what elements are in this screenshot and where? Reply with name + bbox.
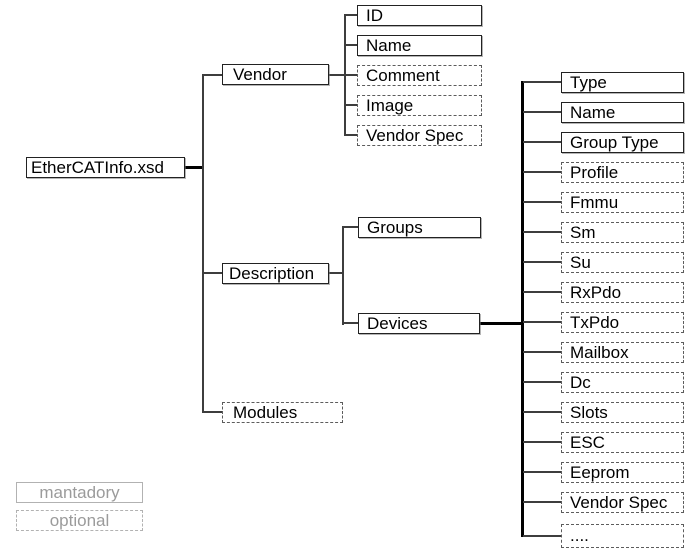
stub-vendor-spec (523, 501, 561, 503)
stub-eeprom (523, 471, 561, 473)
stub-ellipsis (523, 535, 561, 537)
connector-description-to-children (329, 272, 343, 274)
node-type: Type (561, 72, 684, 93)
stub-slots (523, 411, 561, 413)
stub-sm (523, 231, 561, 233)
node-name: Name (561, 102, 684, 123)
node-profile: Profile (561, 162, 684, 183)
stub-image (344, 104, 357, 106)
node-sm: Sm (561, 222, 684, 243)
node-ellipsis: .... (561, 524, 684, 548)
stub-group-type (523, 141, 561, 143)
trunk-level1 (202, 74, 204, 413)
node-slots: Slots (561, 402, 684, 423)
node-vendor: Vendor (222, 64, 329, 85)
stub-name (344, 44, 357, 46)
stub-groups (342, 226, 358, 228)
stub-su (523, 261, 561, 263)
stub-description (202, 272, 223, 274)
node-mailbox: Mailbox (561, 342, 684, 363)
stub-profile (523, 171, 561, 173)
connector-root-to-trunk (185, 166, 203, 169)
stub-devices (342, 322, 358, 324)
stub-fmmu (523, 201, 561, 203)
node-id: ID (357, 5, 482, 26)
stub-dc (523, 381, 561, 383)
legend-optional-box: optional (16, 510, 143, 531)
node-comment: Comment (357, 65, 482, 86)
node-rxpdo: RxPdo (561, 282, 684, 303)
node-su: Su (561, 252, 684, 273)
node-root: EtherCATInfo.xsd (26, 157, 185, 178)
stub-modules (202, 411, 222, 413)
legend-mandatory-box: mantadory (16, 482, 143, 503)
node-dc: Dc (561, 372, 684, 393)
node-eeprom: Eeprom (561, 462, 684, 483)
node-name: Name (357, 35, 482, 56)
node-esc: ESC (561, 432, 684, 453)
node-vendor-spec: Vendor Spec (357, 125, 482, 146)
node-group-type: Group Type (561, 132, 684, 153)
node-fmmu: Fmmu (561, 192, 684, 213)
stub-name (523, 111, 561, 113)
node-txpdo: TxPdo (561, 312, 684, 333)
stub-vendor (202, 74, 223, 76)
stub-txpdo (523, 321, 561, 323)
stub-id (344, 14, 357, 16)
trunk-description-children (342, 226, 344, 325)
trunk-vendor-children (344, 14, 346, 136)
node-devices: Devices (358, 313, 480, 334)
node-image: Image (357, 95, 482, 116)
connector-devices-to-children (480, 322, 523, 325)
stub-vendor-spec (344, 134, 357, 136)
stub-esc (523, 441, 561, 443)
stub-mailbox (523, 351, 561, 353)
node-groups: Groups (358, 217, 481, 238)
node-modules: Modules (222, 402, 343, 423)
node-description: Description (222, 263, 329, 284)
node-vendor-spec: Vendor Spec (561, 492, 684, 513)
stub-rxpdo (523, 291, 561, 293)
trunk-devices-children (521, 81, 524, 537)
stub-type (523, 81, 561, 83)
connector-vendor-to-children (329, 74, 357, 76)
